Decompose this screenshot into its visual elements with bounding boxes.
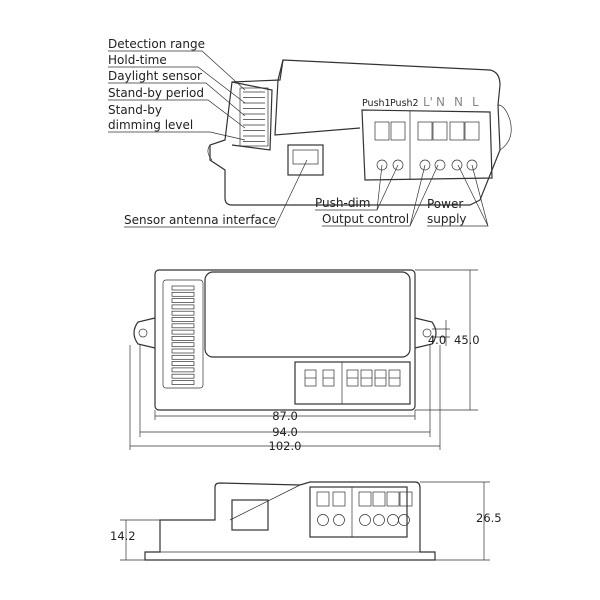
terminal-slot	[372, 491, 386, 507]
callout-hold-time: Hold-time	[108, 53, 167, 67]
dip-switch	[171, 348, 195, 354]
callout-sensor-antenna: Sensor antenna interface	[124, 213, 276, 227]
callout-standby-dimming-1: Stand-by	[108, 103, 162, 117]
terminal-screw-slot	[432, 121, 448, 141]
side-dimensions: 26.5 14.2	[110, 481, 502, 561]
plan-dimensions: 87.0 94.0 102.0 45.0 4.0	[129, 269, 480, 453]
terminal-label-push1: Push1	[362, 98, 391, 109]
dim-width-mid: 94.0	[272, 425, 298, 439]
dip-switch	[171, 354, 195, 360]
dim-depth: 45.0	[454, 333, 480, 347]
sensor-antenna-port	[287, 144, 324, 176]
terminal-screw	[359, 514, 371, 526]
callout-push-dim: Push-dim	[315, 196, 370, 210]
terminal-screw	[317, 514, 329, 526]
callouts: Detection range Hold-time Daylight senso…	[108, 37, 489, 228]
terminal-slot	[316, 491, 330, 507]
terminal-label-push2: Push2	[390, 98, 419, 109]
terminal-screw-slot	[374, 121, 390, 141]
callout-power-supply-1: Power	[427, 197, 463, 211]
dip-switch	[171, 329, 195, 335]
terminal-screw	[387, 514, 399, 526]
dip-switch	[171, 310, 195, 316]
callout-power-supply-2: supply	[427, 212, 467, 226]
dip-switch	[171, 380, 195, 385]
terminal-label-n-out: N	[436, 95, 445, 109]
terminal-slot	[399, 491, 413, 507]
dip-switch	[171, 323, 195, 329]
dip-switch-block	[239, 87, 269, 147]
terminal-screw-slot	[390, 121, 406, 141]
terminal-label-l-out: L'	[423, 95, 433, 109]
terminal-slot	[358, 491, 372, 507]
dim-width-total: 102.0	[269, 439, 302, 453]
dip-switch	[171, 361, 195, 366]
dip-switch	[171, 317, 195, 322]
terminal-screw-slot	[449, 121, 465, 141]
terminal-block-iso	[361, 109, 493, 181]
dip-switch	[171, 298, 195, 303]
terminal-screw	[434, 159, 446, 171]
terminal-screw	[466, 159, 478, 171]
callout-output-control: Output control	[322, 212, 409, 226]
side-view	[144, 481, 436, 561]
terminal-slot	[386, 491, 400, 507]
callout-daylight-sensor: Daylight sensor	[108, 69, 202, 83]
dip-switch	[171, 291, 195, 297]
callout-standby-dimming-2: dimming level	[108, 118, 193, 132]
dip-switch	[171, 336, 195, 341]
dip-switch	[171, 342, 195, 348]
callout-standby-period: Stand-by period	[108, 86, 204, 100]
dim-hole: 4.0	[428, 333, 446, 347]
terminal-label-n: N	[454, 95, 463, 109]
terminal-screw	[419, 159, 431, 171]
dim-height-total: 26.5	[476, 511, 502, 525]
terminal-screw	[451, 159, 463, 171]
terminal-screw	[373, 514, 385, 526]
callout-detection-range: Detection range	[108, 37, 205, 51]
isometric-view: Push1 Push2 L' N N L	[207, 59, 512, 206]
dip-switch	[171, 304, 195, 310]
terminal-screw	[333, 514, 345, 526]
plan-view	[133, 269, 437, 411]
side-antenna-port	[231, 499, 269, 531]
terminal-label-l: L	[472, 95, 479, 109]
terminal-screw	[376, 159, 388, 171]
terminal-screw-slot	[464, 121, 480, 141]
terminal-screw-slot	[417, 121, 433, 141]
terminal-screw	[398, 514, 410, 526]
dip-switch	[171, 373, 195, 379]
terminal-slot	[332, 491, 346, 507]
terminal-screw	[392, 159, 404, 171]
dip-switch	[171, 367, 195, 373]
dim-width-inner: 87.0	[272, 409, 298, 423]
dim-height-base: 14.2	[110, 529, 136, 543]
dip-switch	[171, 285, 195, 291]
